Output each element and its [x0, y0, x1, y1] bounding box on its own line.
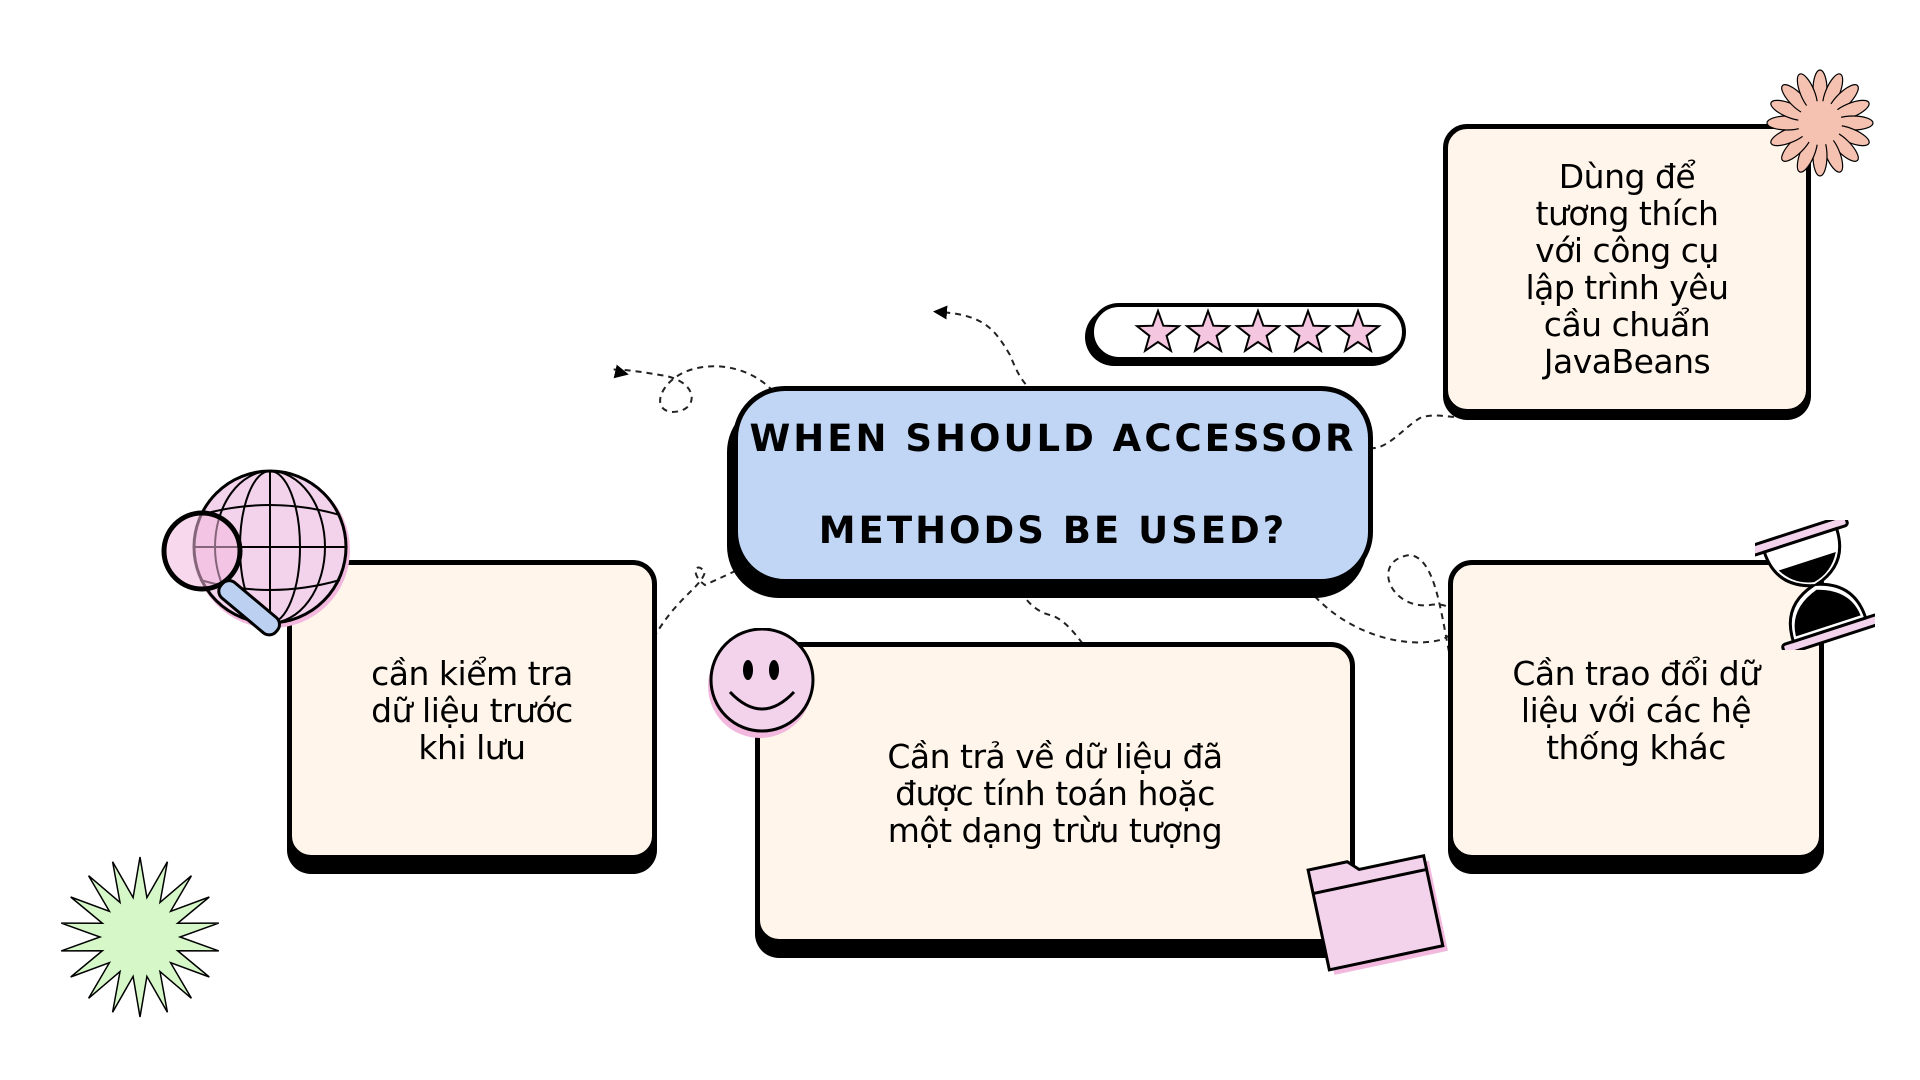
magnifier-icon	[161, 510, 281, 637]
card-computed-text: Cần trả về dữ liệu đã được tính toán hoặ…	[887, 736, 1223, 850]
hourglass-icon	[1755, 520, 1875, 650]
card-javabeans-line: lập trình yêu	[1525, 268, 1729, 307]
card-validate-line: khi lưu	[418, 727, 526, 767]
card-javabeans: Dùng để tương thích với công cụ lập trìn…	[1443, 124, 1811, 414]
card-javabeans-line: tương thích	[1535, 194, 1719, 233]
card-computed-line: được tính toán hoặc	[895, 773, 1215, 813]
card-computed: Cần trả về dữ liệu đã được tính toán hoặ…	[755, 642, 1355, 944]
star-rating	[1090, 303, 1406, 361]
card-exchange-line: Cần trao đổi dữ	[1512, 653, 1760, 693]
card-validate-line: cần kiểm tra	[371, 653, 573, 693]
star-icon	[1284, 308, 1332, 354]
star-icon	[1234, 308, 1282, 354]
card-validate-line: dữ liệu trước	[371, 690, 573, 730]
card-exchange-line: thống khác	[1546, 727, 1726, 767]
card-exchange-text: Cần trao đổi dữ liệu với các hệ thống kh…	[1512, 653, 1760, 767]
card-javabeans-text: Dùng để tương thích với công cụ lập trìn…	[1525, 157, 1729, 381]
folder-icon	[1306, 853, 1448, 975]
card-validate-text: cần kiểm tra dữ liệu trước khi lưu	[371, 655, 573, 766]
title-box: WHEN SHOULD ACCESSOR METHODS BE USED?	[733, 386, 1373, 584]
peach-burst-icon	[1766, 69, 1874, 177]
card-validate: cần kiểm tra dữ liệu trước khi lưu	[287, 560, 657, 860]
green-burst-icon	[60, 856, 220, 1018]
globe-icon	[161, 469, 350, 637]
connector-top-left	[611, 364, 781, 414]
star-icon	[1134, 308, 1182, 354]
title-line-2: METHODS BE USED?	[818, 509, 1288, 552]
card-javabeans-line: JavaBeans	[1543, 342, 1711, 381]
card-exchange-line: liệu với các hệ	[1520, 690, 1752, 730]
smiley-icon	[708, 628, 815, 738]
card-javabeans-line: với công cụ	[1535, 231, 1719, 270]
card-computed-line: một dạng trừu tượng	[887, 810, 1223, 850]
title-line-1: WHEN SHOULD ACCESSOR	[749, 417, 1357, 460]
stars-row	[1134, 308, 1382, 354]
card-computed-line: Cần trả về dữ liệu đã	[887, 736, 1223, 776]
card-javabeans-line: cầu chuẩn	[1543, 305, 1711, 344]
card-javabeans-line: Dùng để	[1558, 157, 1696, 196]
star-icon	[1184, 308, 1232, 354]
star-icon	[1334, 308, 1382, 354]
page-title: WHEN SHOULD ACCESSOR METHODS BE USED?	[750, 393, 1357, 577]
card-exchange: Cần trao đổi dữ liệu với các hệ thống kh…	[1448, 560, 1824, 860]
